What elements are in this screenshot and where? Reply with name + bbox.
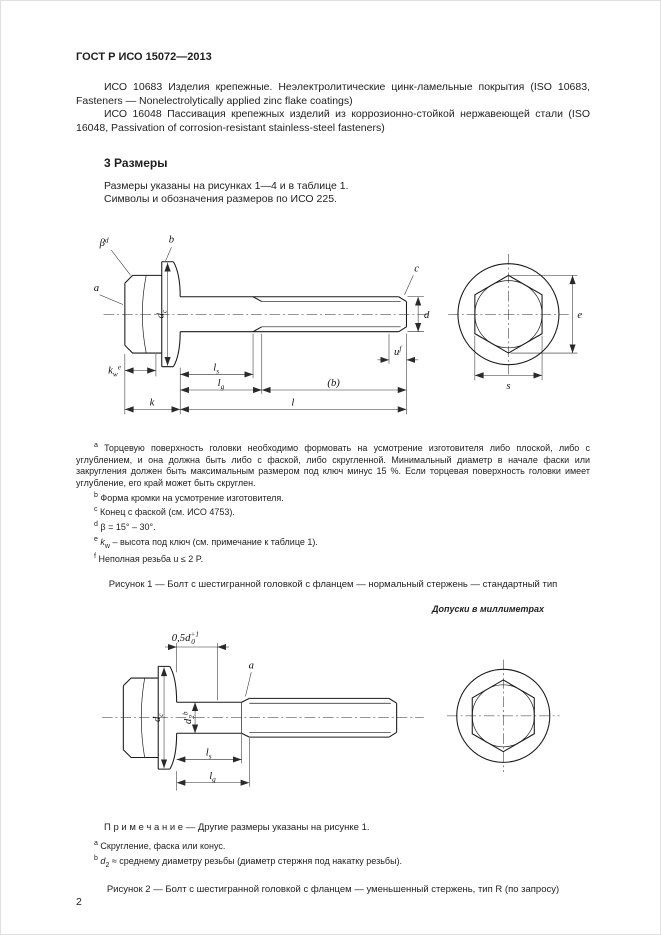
fig1-label-u: uf — [394, 345, 402, 358]
fig1-label-k: k — [150, 396, 155, 408]
footnote-marker: f — [94, 552, 96, 560]
bolt2-side-view — [122, 666, 398, 770]
bolt-dimensions: d dc kwe uf ls lg — [108, 262, 430, 415]
fig1-label-dc: dc — [155, 309, 169, 318]
intro-paragraph-1: ИСО 10683 Изделия крепежные. Неэлектроли… — [76, 81, 590, 107]
footnote2-b: b d2 ≈ среднему диаметру резьбы (диаметр… — [94, 854, 403, 869]
figure2-caption: Рисунок 2 — Болт с шестигранной головкой… — [106, 883, 560, 895]
page-number: 2 — [76, 896, 82, 908]
fig2-label-d2: d2b — [181, 711, 196, 724]
figure2-footnotes: a Скругление, фаска или конус. b d2 ≈ ср… — [76, 839, 590, 870]
footnote-d: d β = 15° – 30°. — [94, 520, 156, 532]
doc-header: ГОСТ Р ИСО 15072—2013 — [76, 51, 212, 63]
footnote-marker: a — [94, 840, 98, 848]
fig1-label-c: c — [414, 262, 419, 274]
section-paragraph-1: Размеры указаны на рисунках 1—4 и в табл… — [104, 179, 349, 192]
fig1-label-a: a — [94, 282, 99, 294]
footnote2-a: a Скругление, фаска или конус. — [94, 840, 226, 852]
fig1-label-b-paren: (b) — [327, 377, 340, 389]
figure1-svg: d dc kwe uf ls lg — [94, 233, 582, 415]
bolt-end-view: e s — [448, 253, 582, 392]
fig1-label-e: e — [577, 309, 582, 321]
intro-paragraph-2: ИСО 16048 Пассивация крепежных изделий и… — [76, 108, 590, 134]
footnote-c: c Конец с фаской (см. ИСО 4753). — [94, 506, 235, 518]
footnote-marker: a — [94, 441, 98, 449]
fig2-label-ls: ls — [206, 748, 212, 761]
footnote-marker: b — [94, 491, 98, 499]
footnote-marker: d — [94, 520, 98, 528]
figure1-caption: Рисунок 1 — Болт с шестигранной головкой… — [108, 579, 558, 591]
section-paragraph-2: Символы и обозначения размеров по ИСО 22… — [104, 193, 337, 206]
footnote-marker: e — [94, 535, 98, 543]
bolt2-end-view — [447, 659, 560, 773]
fig1-label-s: s — [506, 380, 510, 392]
fig1-label-kw: kwe — [108, 363, 122, 378]
figure1-drawing: d dc kwe uf ls lg — [76, 217, 590, 431]
fig1-label-d: d — [424, 309, 430, 321]
footnote-a: a Торцевую поверхность головки необходим… — [76, 441, 590, 488]
footnote-e: e kw – высота под ключ (см. примечание к… — [94, 535, 318, 550]
figure2-note: П р и м е ч а н и е — Другие размеры ука… — [104, 822, 370, 834]
fig2-label-dc: dc — [152, 713, 165, 722]
bolt-leader-notes: βd a b c — [94, 233, 419, 305]
fig2-label-lg: lg — [209, 771, 216, 784]
tolerance-note: Допуски в миллиметрах — [431, 604, 544, 615]
fig1-label-beta: βd — [99, 236, 109, 249]
fig1-label-ls: ls — [213, 361, 219, 375]
footnote-b: b Форма кромки на усмотрение изготовител… — [94, 491, 284, 503]
footnote-marker: b — [94, 854, 98, 862]
figure1-footnotes: a Торцевую поверхность головки необходим… — [76, 441, 590, 565]
fig1-label-l: l — [291, 396, 294, 408]
bolt-side-view — [124, 261, 408, 368]
fig1-label-b: b — [169, 233, 175, 245]
footnote-f: f Неполная резьба u ≤ 2 P. — [94, 552, 204, 564]
section-title: 3 Размеры — [104, 155, 168, 170]
fig2-label-a: a — [249, 661, 254, 672]
fig1-label-lg: lg — [218, 377, 225, 391]
footnote-marker: c — [94, 506, 98, 514]
